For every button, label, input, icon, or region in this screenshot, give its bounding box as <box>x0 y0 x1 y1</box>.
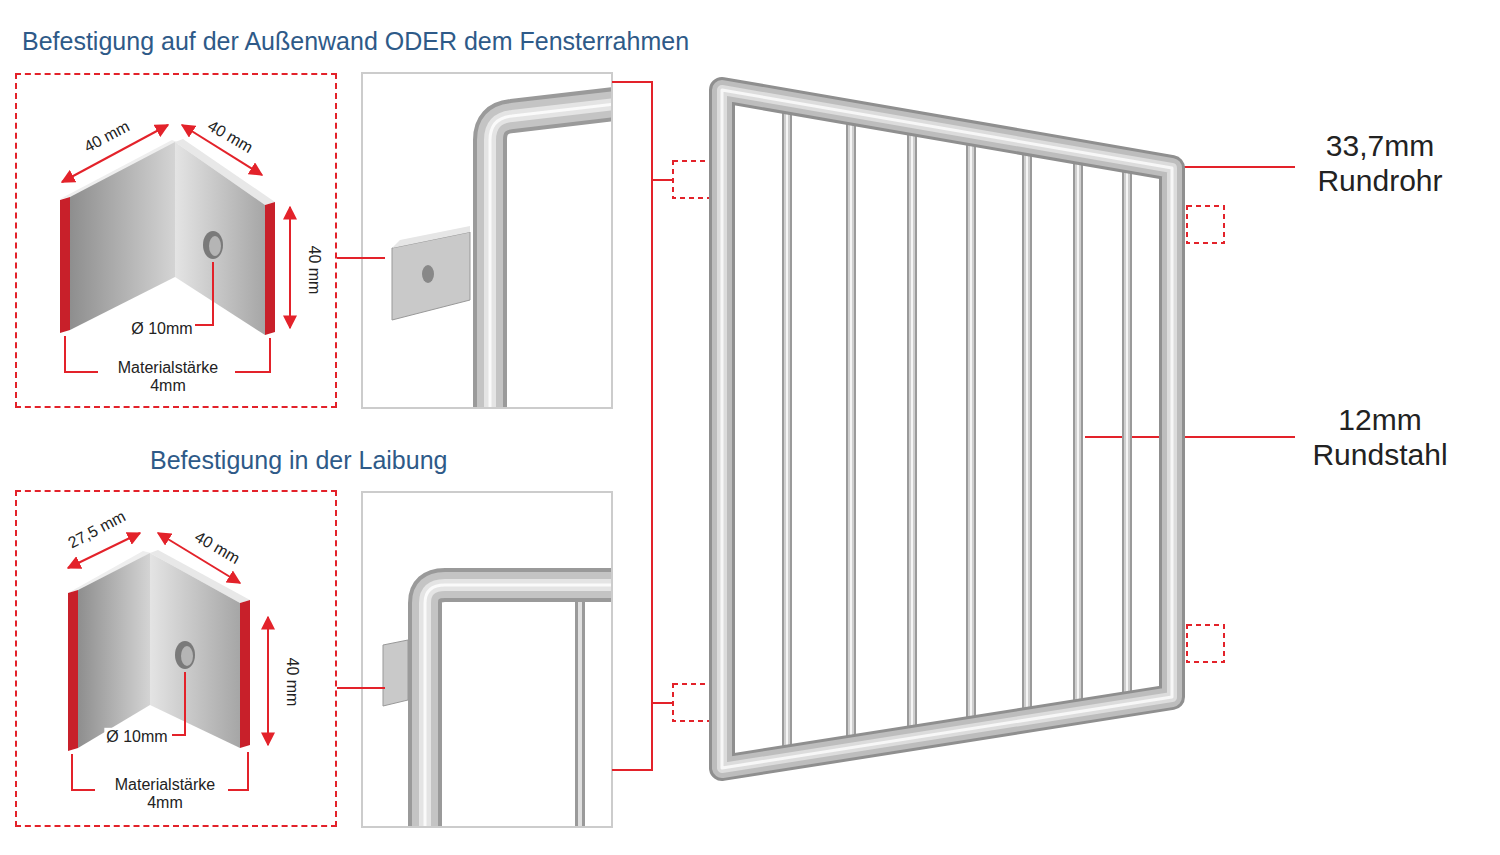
window-grille <box>722 90 1172 768</box>
tube-detail <box>383 585 611 826</box>
tube-detail <box>392 104 611 407</box>
dimension: 27,5 mm <box>63 506 130 553</box>
angle-bracket <box>68 550 250 751</box>
round-bar <box>1022 155 1032 708</box>
part-label: 12mm Rundstahl <box>1300 403 1460 472</box>
round-bar <box>784 113 790 745</box>
position-marker <box>673 161 1224 721</box>
material-thickness: Materialstärke 4mm <box>103 776 228 813</box>
round-bar <box>850 124 852 735</box>
round-bar <box>1122 172 1132 692</box>
round-bar <box>1124 172 1130 692</box>
dimension-panel: Befestigung auf der Außenwand ODER dem F… <box>15 73 337 408</box>
round-bar <box>1077 164 1079 700</box>
dimension-panel: Befestigung in der Laibung27,5 mm40 mm40… <box>15 490 337 827</box>
round-bar <box>1075 164 1081 700</box>
round-bar <box>846 124 856 735</box>
round-bar <box>968 145 974 717</box>
angle-bracket <box>60 139 275 335</box>
round-bar <box>970 145 972 717</box>
round-bar <box>848 124 854 735</box>
section-heading: Befestigung auf der Außenwand ODER dem F… <box>22 27 689 56</box>
dimension: 40 mm <box>189 527 244 569</box>
round-tube-frame <box>722 90 1172 768</box>
round-bar <box>786 113 788 745</box>
dimension-lines <box>68 533 268 790</box>
round-tube-frame <box>722 90 1172 768</box>
dimension: 40 mm <box>283 656 301 709</box>
hole-diameter: Ø 10mm <box>129 320 194 338</box>
round-bar <box>1024 155 1030 708</box>
round-tube-frame <box>722 90 1172 768</box>
round-bar <box>1026 155 1028 708</box>
section-heading: Befestigung in der Laibung <box>150 446 447 475</box>
dimension-lines <box>62 125 290 372</box>
round-tube-frame <box>722 90 1172 768</box>
round-bar <box>911 135 913 726</box>
round-bar <box>1126 172 1128 692</box>
dimension: 40 mm <box>305 244 323 297</box>
round-bar <box>909 135 915 726</box>
material-thickness: Materialstärke 4mm <box>106 359 231 396</box>
hole-diameter: Ø 10mm <box>104 728 169 746</box>
round-bar <box>966 145 976 717</box>
dimension: 40 mm <box>79 116 134 157</box>
part-label: 33,7mm Rundrohr <box>1300 129 1460 198</box>
detail-frame <box>362 492 612 827</box>
round-bar <box>907 135 917 726</box>
dimension: 40 mm <box>202 116 257 158</box>
round-bar <box>782 113 792 745</box>
round-bar <box>1073 164 1083 700</box>
leader-lines <box>337 82 1295 770</box>
